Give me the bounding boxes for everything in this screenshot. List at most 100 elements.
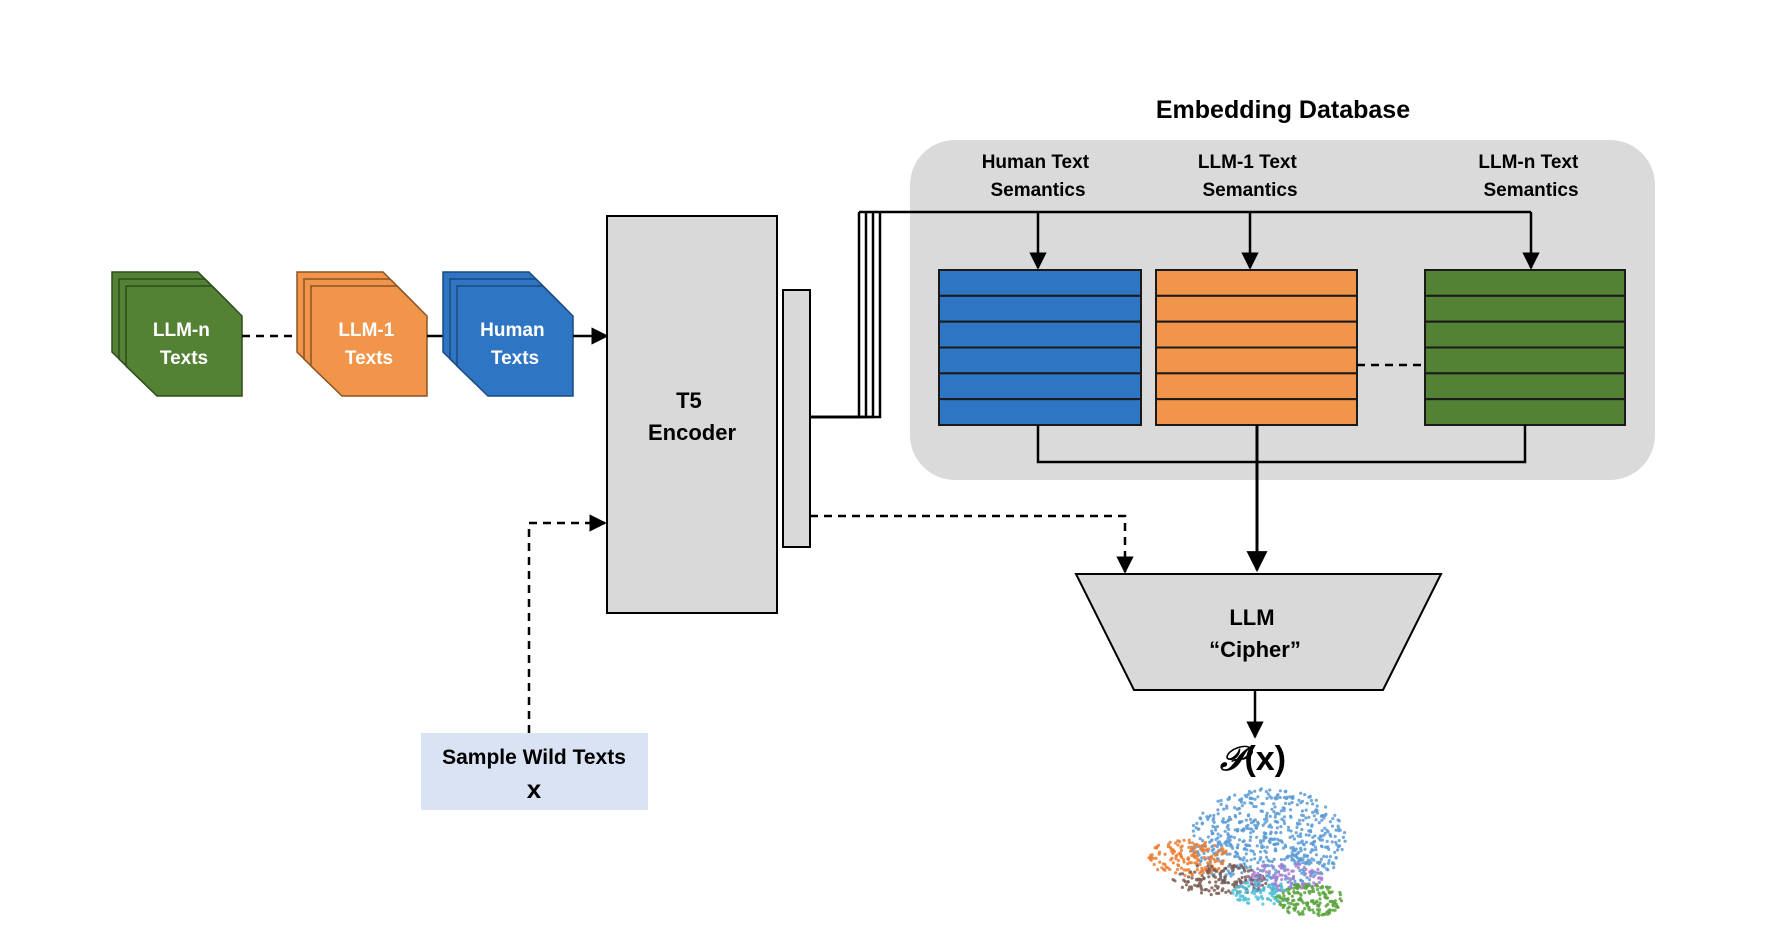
cluster-point <box>1190 841 1194 845</box>
cluster-point <box>1270 825 1274 829</box>
cluster-point <box>1334 905 1338 909</box>
cluster-point <box>1212 857 1216 862</box>
cluster-point <box>1282 894 1286 898</box>
cluster-point <box>1225 840 1229 844</box>
cluster-point <box>1217 867 1221 871</box>
cluster-point <box>1301 814 1305 818</box>
cluster-point <box>1223 867 1227 871</box>
cluster-point <box>1188 861 1192 865</box>
cluster-point <box>1198 862 1202 867</box>
cluster-point <box>1260 864 1265 868</box>
cluster-point <box>1300 839 1304 843</box>
cluster-point <box>1315 908 1319 912</box>
cluster-point <box>1326 861 1331 866</box>
cluster-point <box>1307 815 1311 819</box>
cluster-point <box>1279 866 1283 870</box>
cluster-point <box>1249 858 1253 862</box>
cluster-point <box>1184 883 1188 887</box>
cluster-point <box>1206 856 1210 860</box>
cluster-point <box>1320 829 1324 833</box>
cluster-point <box>1296 834 1300 838</box>
cluster-point <box>1343 839 1347 843</box>
cluster-point <box>1273 837 1277 841</box>
cluster-point <box>1193 883 1197 887</box>
table-row <box>938 320 1142 349</box>
cluster-point <box>1288 879 1292 883</box>
cluster-point <box>1226 869 1230 873</box>
cluster-point <box>1242 847 1246 851</box>
cluster-point <box>1256 821 1260 826</box>
cluster-point <box>1228 871 1233 875</box>
cluster-point <box>1238 890 1242 894</box>
cluster-point <box>1223 878 1227 882</box>
cluster-point <box>1299 856 1303 860</box>
cluster-point <box>1219 802 1223 807</box>
cluster-point <box>1336 824 1340 828</box>
cluster-point <box>1198 816 1202 820</box>
cluster-point <box>1300 871 1304 875</box>
cluster-point <box>1244 875 1248 879</box>
database-to-cipher-lines <box>1036 425 1527 573</box>
cluster-point <box>1320 818 1324 822</box>
cluster-point <box>1294 831 1298 835</box>
cluster-point <box>1232 863 1236 868</box>
cluster-point <box>1333 813 1337 818</box>
cluster-point <box>1313 901 1317 905</box>
cluster-point <box>1284 789 1288 793</box>
cluster-point <box>1246 813 1251 817</box>
cluster-point <box>1328 855 1332 859</box>
sample-wild-texts-box <box>421 733 648 810</box>
cluster-point <box>1189 887 1194 891</box>
cluster-point <box>1252 892 1256 896</box>
cluster-point <box>1326 830 1330 834</box>
cluster-point <box>1209 893 1213 897</box>
cluster-point <box>1254 805 1258 809</box>
cluster-point <box>1245 843 1249 848</box>
cluster-point <box>1279 809 1283 813</box>
cluster-point <box>1239 881 1243 885</box>
cluster-point <box>1311 908 1315 912</box>
cluster-point <box>1310 848 1314 852</box>
cluster-point <box>1198 837 1202 841</box>
cluster-point <box>1244 852 1248 856</box>
cluster-point <box>1158 850 1162 854</box>
cluster-point <box>1300 809 1304 813</box>
llm1-semantics-label: LLM-1 Text Semantics <box>1198 152 1302 201</box>
cluster-point <box>1251 849 1255 854</box>
cluster-point <box>1294 886 1298 890</box>
cluster-point <box>1324 904 1328 908</box>
cluster-point <box>1260 883 1264 887</box>
cluster-point <box>1294 864 1298 868</box>
cluster-point <box>1149 858 1153 862</box>
cluster-point <box>1179 866 1183 870</box>
table-row <box>1424 372 1626 401</box>
cluster-point <box>1256 871 1260 876</box>
cluster-point <box>1253 797 1257 801</box>
cluster-point <box>1193 861 1197 865</box>
cluster-point <box>1237 806 1241 811</box>
cluster-point <box>1312 889 1316 894</box>
cluster-point <box>1274 895 1279 899</box>
cluster-point <box>1226 797 1230 802</box>
cluster-point <box>1299 849 1303 853</box>
cluster-point <box>1282 821 1287 826</box>
cluster-point <box>1202 856 1206 860</box>
cluster-point <box>1308 891 1312 895</box>
cluster-point <box>1251 829 1255 833</box>
cluster-point <box>1316 867 1320 872</box>
cluster-point <box>1309 899 1314 903</box>
cluster-point <box>1299 791 1303 795</box>
cluster-point <box>1339 899 1344 903</box>
cluster-point <box>1265 796 1269 801</box>
table-row <box>938 269 1142 297</box>
cluster-point <box>1325 855 1329 859</box>
cluster-point <box>1257 896 1261 900</box>
cluster-point <box>1155 845 1159 849</box>
llmn-semantics-table <box>1424 269 1626 426</box>
cluster-point <box>1304 808 1308 812</box>
cluster-point <box>1170 849 1174 854</box>
cluster-point <box>1237 877 1241 881</box>
cluster-point <box>1220 889 1224 893</box>
cluster-point <box>1302 843 1306 847</box>
cluster-point <box>1240 820 1244 824</box>
